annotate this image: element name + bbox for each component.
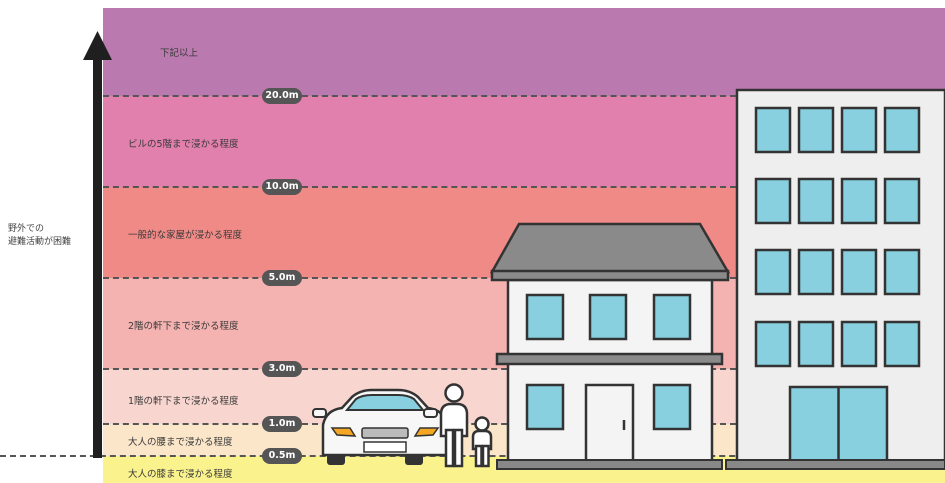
depth-pill: 3.0m (262, 361, 302, 377)
car-icon (313, 390, 447, 465)
house-icon (492, 224, 728, 469)
side-note: 野外での 避難活動が困難 (8, 223, 71, 249)
depth-pill: 5.0m (262, 270, 302, 286)
depth-pill: 10.0m (262, 179, 302, 195)
side-note-line1: 野外での (8, 223, 71, 236)
depth-pill: 20.0m (262, 88, 302, 104)
depth-pill: 1.0m (262, 416, 302, 432)
side-note-line2: 避難活動が困難 (8, 236, 71, 249)
depth-pill: 0.5m (262, 448, 302, 464)
up-arrow-icon (83, 31, 112, 458)
child-icon (473, 418, 491, 467)
building-icon (726, 90, 945, 469)
adult-icon (441, 385, 467, 467)
